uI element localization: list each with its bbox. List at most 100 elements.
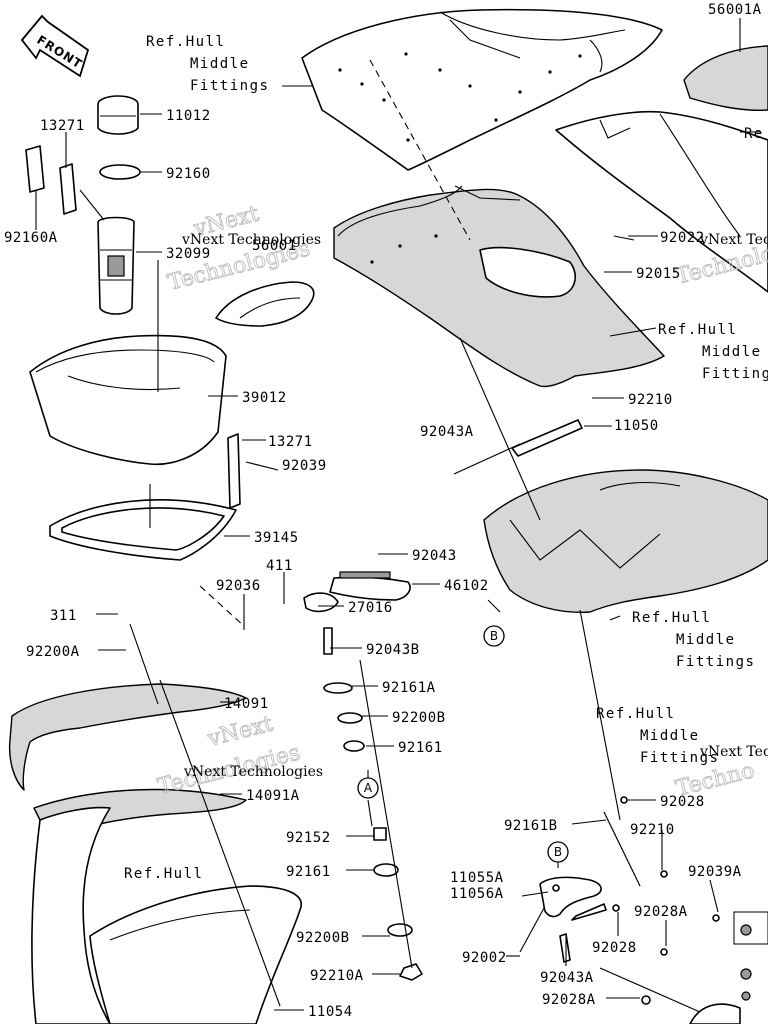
ref-hull-label-2: Ref.Hull Middle Fitting <box>658 322 768 382</box>
part-92043A-2: 92043A <box>540 970 594 986</box>
cap-11012 <box>97 95 139 135</box>
alignment-lines <box>129 59 635 1007</box>
part-labels: 56001A 11012 13271 92160 92160A 32099 56… <box>4 2 762 1020</box>
part-56001A: 56001A <box>708 2 762 18</box>
part-39145: 39145 <box>254 530 299 546</box>
detail-inset <box>689 911 768 1024</box>
part-92161-b: 92161 <box>286 864 331 880</box>
svg-text:Ref.Hull: Ref.Hull <box>596 706 675 722</box>
ref-hull-label-6: Re <box>744 126 764 142</box>
part-92043A: 92043A <box>420 424 474 440</box>
svg-text:Middle: Middle <box>676 632 736 648</box>
svg-text:Fitting: Fitting <box>702 366 768 382</box>
svg-text:Ref.Hull: Ref.Hull <box>658 322 737 338</box>
part-14091: 14091 <box>224 696 269 712</box>
part-92002: 92002 <box>462 950 507 966</box>
part-311: 311 <box>50 608 77 624</box>
part-92210A: 92210A <box>310 968 364 984</box>
ref-hull-label-4: Ref.Hull Middle Fittings <box>596 706 719 766</box>
part-92043B: 92043B <box>366 642 420 658</box>
part-92152: 92152 <box>286 830 331 846</box>
part-92200B: 92200B <box>392 710 446 726</box>
watermark-3: vNext Technologies <box>699 232 768 248</box>
part-92210-b: 92210 <box>630 822 675 838</box>
spring-92161B <box>603 811 641 887</box>
svg-text:Middle: Middle <box>640 728 700 744</box>
lower-hull <box>31 806 302 1024</box>
part-92028A-1: 92028A <box>634 904 688 920</box>
watermarks: Technologies vNext vNext Technologies Te… <box>155 201 768 802</box>
svg-text:A: A <box>364 781 373 795</box>
part-39012: 39012 <box>242 390 287 406</box>
part-92161A: 92161A <box>382 680 436 696</box>
bolts-lower-right <box>559 796 720 1005</box>
part-56001: 56001 <box>252 238 297 254</box>
hull-tray <box>483 469 768 614</box>
svg-text:Fittings: Fittings <box>676 654 755 670</box>
part-92161B: 92161B <box>504 818 558 834</box>
part-32099: 32099 <box>166 246 211 262</box>
part-11054: 11054 <box>308 1004 353 1020</box>
bolt-92039 <box>227 433 279 509</box>
callout-B-2: B <box>547 841 569 863</box>
ref-hull-label-1: Ref.Hull Middle Fittings <box>146 34 269 94</box>
ref-hull-label-3: Ref.Hull Middle Fittings <box>632 610 755 670</box>
ref-hull-label-5: Ref.Hull <box>124 866 203 882</box>
part-14091A: 14091A <box>246 788 300 804</box>
storage-bin-39012 <box>29 334 227 466</box>
part-92043: 92043 <box>412 548 457 564</box>
watermark-4: vNext Technologies <box>699 744 768 760</box>
part-11055A: 11055A <box>450 870 504 886</box>
part-92036: 92036 <box>216 578 261 594</box>
svg-text:B: B <box>490 629 498 643</box>
gasket-92160 <box>99 164 141 180</box>
svg-text:Ref.Hull: Ref.Hull <box>632 610 711 626</box>
part-92200A: 92200A <box>26 644 80 660</box>
latch-11055A <box>539 876 602 918</box>
plates-13271 <box>25 145 77 215</box>
watermark-1: vNext Technologies <box>181 232 321 248</box>
svg-text:Middle: Middle <box>190 56 250 72</box>
part-11012: 11012 <box>166 108 211 124</box>
svg-text:Middle: Middle <box>702 344 762 360</box>
part-92210-a: 92210 <box>628 392 673 408</box>
leader-lines <box>35 18 760 1013</box>
part-13271-b: 13271 <box>268 434 313 450</box>
small-cover-56001 <box>215 281 315 327</box>
part-92161-a: 92161 <box>398 740 443 756</box>
upper-hull-fairing <box>301 8 663 171</box>
fastener-stack <box>323 627 423 981</box>
part-92015: 92015 <box>636 266 681 282</box>
svg-text:vNext: vNext <box>204 712 275 752</box>
part-11056A: 11056A <box>450 886 504 902</box>
svg-text:B: B <box>554 845 562 859</box>
part-92039: 92039 <box>282 458 327 474</box>
right-top-cover <box>555 45 768 293</box>
part-46102: 46102 <box>444 578 489 594</box>
svg-text:Fittings: Fittings <box>640 750 719 766</box>
front-arrow-icon: FRONT <box>20 14 90 78</box>
svg-text:Fittings: Fittings <box>190 78 269 94</box>
part-27016: 27016 <box>348 600 393 616</box>
tube-32099 <box>97 216 135 315</box>
part-92022: 92022 <box>660 230 705 246</box>
callout-A-2: B <box>483 625 505 647</box>
part-92160A: 92160A <box>4 230 58 246</box>
part-92028-a: 92028 <box>660 794 705 810</box>
middle-cover-panel <box>333 185 665 388</box>
part-92039A: 92039A <box>688 864 742 880</box>
watermark-2: vNext Technologies <box>183 764 323 780</box>
part-411: 411 <box>266 558 293 574</box>
part-92160: 92160 <box>166 166 211 182</box>
part-13271-a: 13271 <box>40 118 85 134</box>
part-92028-b: 92028 <box>592 940 637 956</box>
part-11050: 11050 <box>614 418 659 434</box>
svg-text:Ref.Hull: Ref.Hull <box>146 34 225 50</box>
part-92028A-2: 92028A <box>542 992 596 1008</box>
part-92200B-2: 92200B <box>296 930 350 946</box>
callout-A-1: A <box>357 777 379 799</box>
handle-46102 <box>303 571 411 613</box>
gasket-39145 <box>49 499 237 561</box>
bracket-11050 <box>511 419 583 457</box>
